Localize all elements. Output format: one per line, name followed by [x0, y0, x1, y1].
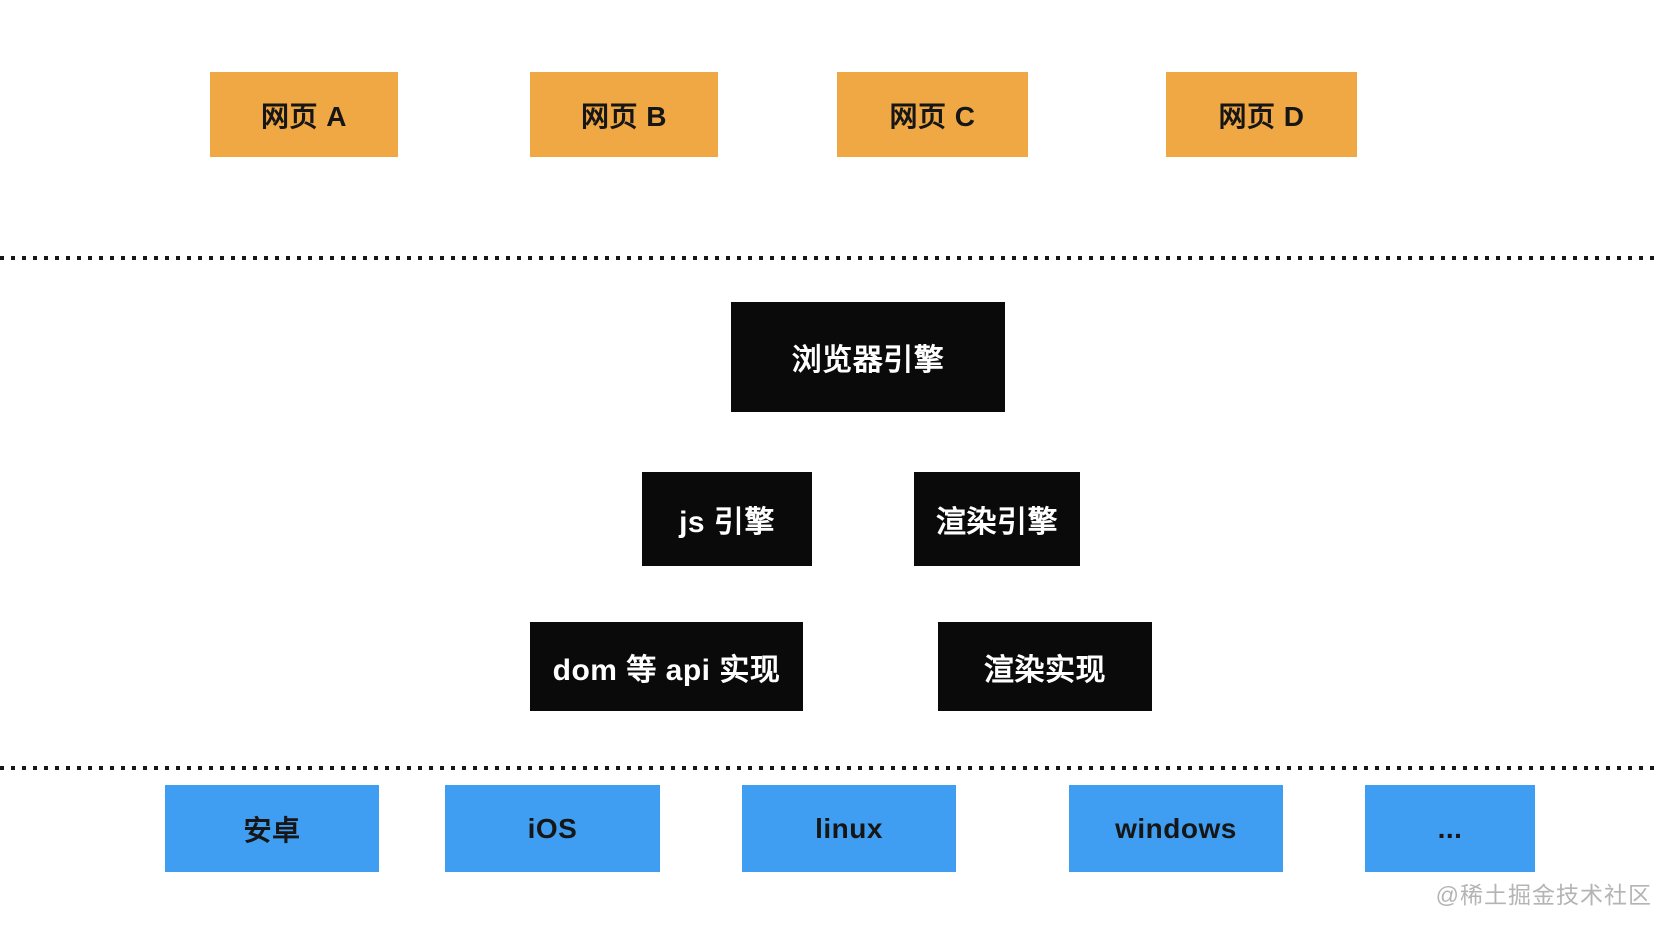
browser-engine-node: 浏览器引擎	[731, 302, 1005, 412]
dotted-divider-bottom	[0, 766, 1656, 770]
rendering-implementation-label: 渲染实现	[984, 653, 1106, 687]
webpage-d-label: 网页 D	[1218, 100, 1305, 132]
rendering-engine-label: 渲染引擎	[936, 506, 1058, 539]
platform-linux-node: linux	[742, 785, 956, 872]
webpage-b-label: 网页 B	[580, 100, 667, 132]
platform-android-node: 安卓	[165, 785, 379, 872]
dom-api-implementation-node: dom 等 api 实现	[530, 622, 803, 711]
webpage-c-label: 网页 C	[889, 100, 976, 132]
webpage-c-node: 网页 C	[837, 72, 1028, 157]
browser-engine-label: 浏览器引擎	[791, 344, 945, 377]
rendering-implementation-node: 渲染实现	[938, 622, 1152, 711]
platform-android-label: 安卓	[243, 814, 301, 846]
js-engine-label: js 引擎	[679, 506, 775, 539]
rendering-engine-node: 渲染引擎	[914, 472, 1080, 566]
js-engine-node: js 引擎	[642, 472, 812, 566]
webpage-a-node: 网页 A	[210, 72, 398, 157]
platform-ellipsis-node: ...	[1365, 785, 1535, 872]
dom-api-implementation-label: dom 等 api 实现	[552, 653, 781, 687]
platform-windows-label: windows	[1115, 812, 1237, 844]
dotted-divider-top	[0, 256, 1656, 260]
platform-linux-label: linux	[815, 812, 883, 844]
platform-ellipsis-label: ...	[1437, 812, 1463, 844]
webpage-b-node: 网页 B	[530, 72, 718, 157]
platform-ios-node: iOS	[445, 785, 660, 872]
platform-ios-label: iOS	[527, 812, 578, 844]
webpage-d-node: 网页 D	[1166, 72, 1357, 157]
webpage-a-label: 网页 A	[260, 100, 347, 132]
juejin-watermark: @稀土掘金技术社区	[1435, 882, 1652, 908]
platform-windows-node: windows	[1069, 785, 1283, 872]
